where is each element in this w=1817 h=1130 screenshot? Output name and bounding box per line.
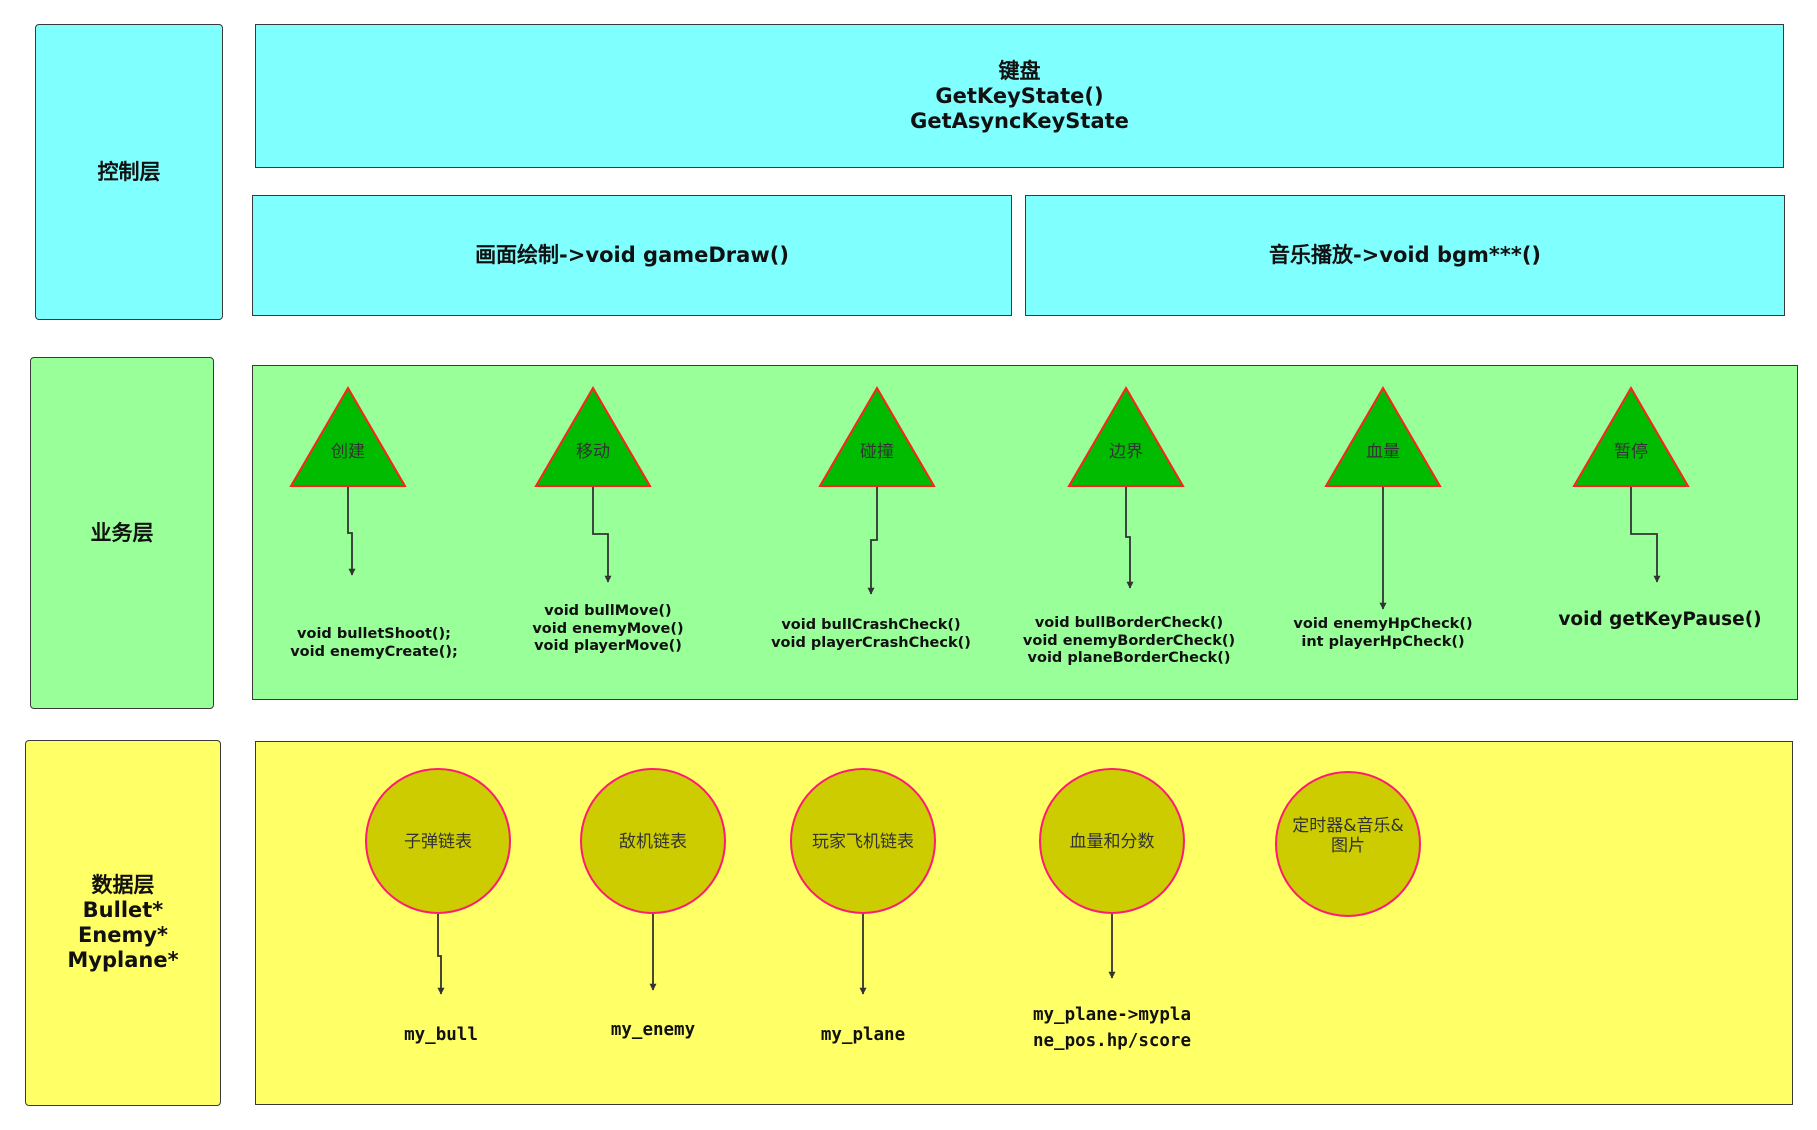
functions-move: void bullMove() void enemyMove() void pl… (532, 603, 684, 654)
variable-enemy-list: my_enemy (610, 1020, 696, 1040)
functions-crash: void bullCrashCheck() void playerCrashCh… (771, 617, 971, 651)
triangle-label: 碰撞 (860, 442, 894, 462)
control-layer-box: 控制层 (35, 24, 223, 320)
variable-player-list: my_plane (820, 1025, 906, 1045)
draw-label: 画面绘制->void gameDraw() (475, 243, 789, 267)
arrow-create (347, 486, 356, 576)
data-container (255, 741, 1793, 1105)
functions-pause: void getKeyPause() (1558, 609, 1762, 630)
music-label: 音乐播放->void bgm***() (1268, 243, 1542, 267)
draw-box: 画面绘制->void gameDraw() (252, 195, 1012, 316)
circle-hp-score: 血量和分数 (1039, 768, 1185, 914)
arrow-bullet-list (437, 914, 445, 995)
variable-bullet-list: my_bull (404, 1025, 478, 1045)
business-layer-box: 业务层 (30, 357, 214, 709)
arrow-border (1125, 486, 1134, 589)
business-container (252, 365, 1798, 700)
triangle-create: 创建 (289, 386, 407, 487)
triangle-label: 移动 (576, 442, 610, 462)
triangle-crash: 碰撞 (818, 386, 936, 487)
business-layer-label: 业务层 (90, 520, 154, 545)
triangle-pause: 暂停 (1572, 386, 1690, 487)
circle-timer-music-image: 定时器&音乐&图片 (1275, 771, 1421, 917)
circle-label: 玩家飞机链表 (812, 832, 914, 852)
keyboard-label: 键盘 GetKeyState() GetAsyncKeyState (910, 58, 1129, 133)
data-layer-label: 数据层 Bullet* Enemy* Myplane* (67, 873, 179, 972)
triangle-move: 移动 (534, 386, 652, 487)
keyboard-box: 键盘 GetKeyState() GetAsyncKeyState (255, 24, 1784, 168)
triangle-label: 创建 (331, 442, 365, 462)
data-layer-box: 数据层 Bullet* Enemy* Myplane* (25, 740, 221, 1106)
arrow-crash (867, 486, 878, 595)
triangle-border: 边界 (1067, 386, 1185, 487)
circle-label: 定时器&音乐&图片 (1292, 816, 1404, 856)
triangle-hp: 血量 (1324, 386, 1442, 487)
circle-label: 敌机链表 (619, 832, 687, 852)
triangle-label: 血量 (1366, 442, 1400, 462)
variable-hp-score: my_plane->mypla ne_pos.hp/score (1032, 1005, 1192, 1051)
circle-bullet-list: 子弹链表 (365, 768, 511, 914)
circle-label: 血量和分数 (1070, 832, 1155, 852)
circle-player-list: 玩家飞机链表 (790, 768, 936, 914)
triangle-label: 边界 (1109, 442, 1143, 462)
circle-label-line: 定时器&音乐& (1292, 816, 1404, 836)
music-box: 音乐播放->void bgm***() (1025, 195, 1785, 316)
triangle-label: 暂停 (1614, 442, 1648, 462)
circle-label-line: 图片 (1331, 836, 1365, 856)
circle-label: 子弹链表 (404, 832, 472, 852)
arrow-move (592, 486, 612, 583)
functions-border: void bullBorderCheck() void enemyBorderC… (1022, 615, 1236, 666)
functions-hp: void enemyHpCheck() int playerHpCheck() (1293, 616, 1473, 650)
functions-create: void bulletShoot(); void enemyCreate(); (290, 626, 458, 660)
control-layer-label: 控制层 (97, 159, 161, 184)
circle-enemy-list: 敌机链表 (580, 768, 726, 914)
arrow-pause (1630, 486, 1661, 583)
